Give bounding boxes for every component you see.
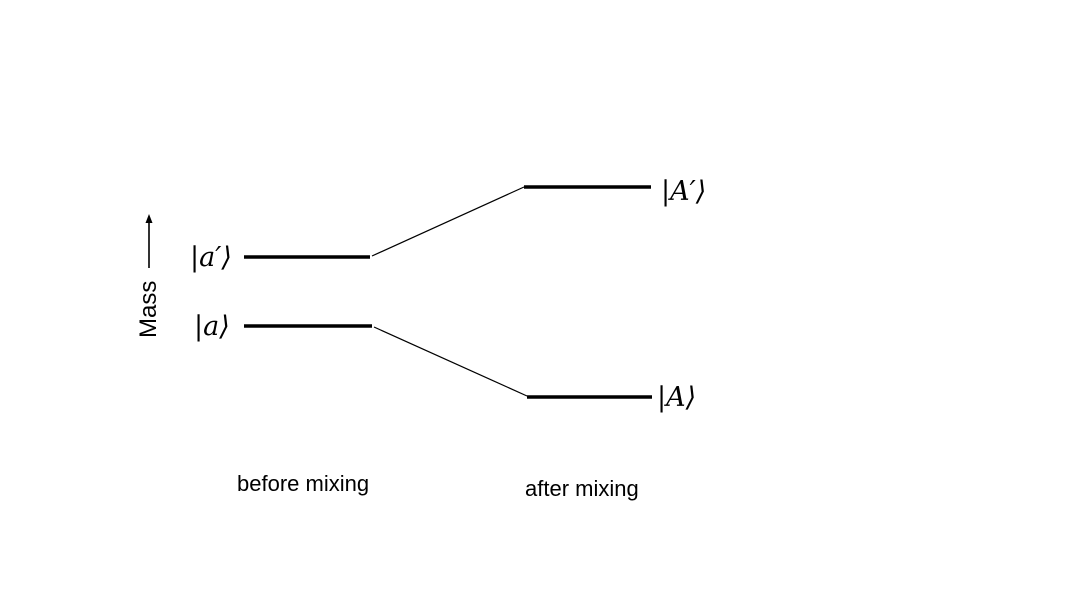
- state-label-a-prime: |a′⟩: [190, 242, 232, 273]
- state-label-A-prime: |A′⟩: [661, 176, 706, 207]
- caption-before-mixing: before mixing: [237, 471, 369, 496]
- before-mixing-group: |a′⟩ |a⟩ before mixing: [190, 242, 372, 496]
- state-label-A: |A⟩: [657, 382, 696, 413]
- mass-axis-label: Mass: [135, 281, 162, 338]
- connector-a-prime-to-A-prime: [371, 186, 525, 257]
- caption-after-mixing: after mixing: [525, 476, 639, 501]
- connector-a-to-A: [373, 326, 528, 397]
- mass-axis-arrowhead: [145, 214, 153, 223]
- state-label-a: |a⟩: [194, 311, 230, 342]
- after-mixing-group: |A′⟩ |A⟩ after mixing: [524, 176, 706, 501]
- mass-axis: Mass: [135, 214, 162, 338]
